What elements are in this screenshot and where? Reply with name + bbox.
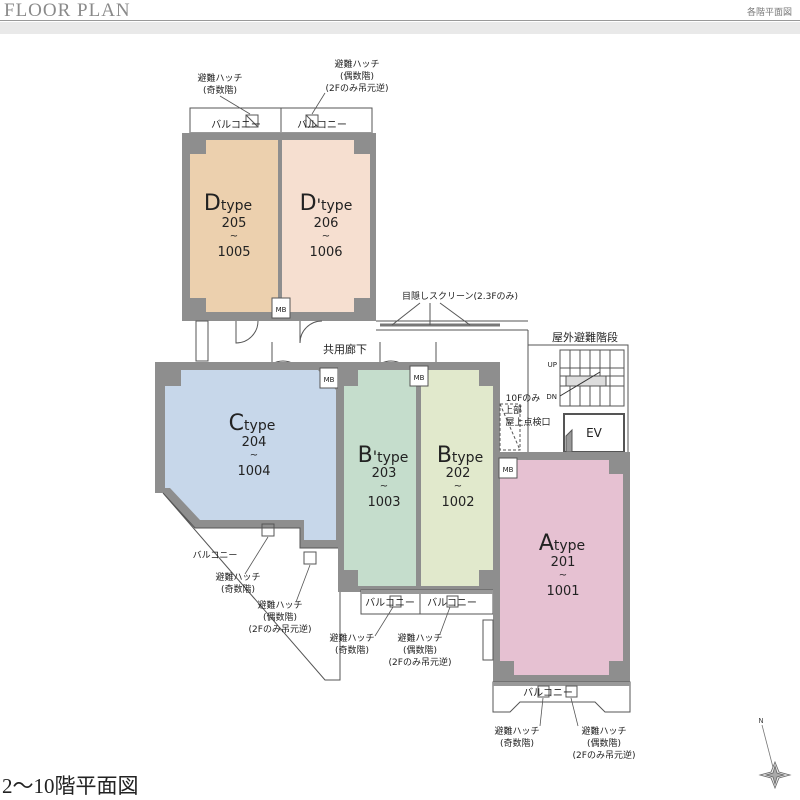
mb-label-c: MB bbox=[324, 376, 335, 384]
roof-hatch-note: 10Fのみ 上部 屋上点検口 bbox=[504, 393, 551, 428]
ev-label: EV bbox=[586, 426, 603, 440]
hatch-note-a-odd: 避難ハッチ (奇数階) bbox=[494, 725, 539, 749]
balcony-label-205: バルコニー bbox=[211, 119, 261, 131]
hatch-note-b-odd: 避難ハッチ (奇数階) bbox=[329, 632, 374, 656]
page-header-section: 各階平面図 bbox=[746, 8, 792, 18]
header-band bbox=[0, 22, 800, 34]
mb-box-a bbox=[498, 457, 518, 479]
svg-text:避難ハッチ: 避難ハッチ bbox=[197, 72, 242, 84]
svg-text:避難ハッチ: 避難ハッチ bbox=[215, 571, 260, 583]
svg-text:~: ~ bbox=[250, 450, 258, 461]
hatch-note-b-even: 避難ハッチ (偶数階) (2Fのみ吊元逆) bbox=[389, 632, 452, 668]
svg-text:避難ハッチ: 避難ハッチ bbox=[397, 632, 442, 644]
page-header-title: FLOOR PLAN bbox=[4, 0, 131, 21]
svg-text:~: ~ bbox=[454, 481, 462, 492]
unit-a-floor bbox=[500, 460, 623, 675]
svg-text:上部: 上部 bbox=[504, 404, 522, 416]
unit-label-a: Atype 201 ~ 1001 bbox=[539, 531, 585, 599]
svg-text:206: 206 bbox=[314, 216, 339, 231]
svg-text:(2Fのみ吊元逆): (2Fのみ吊元逆) bbox=[326, 82, 389, 94]
compass-icon bbox=[758, 724, 792, 790]
svg-text:1006: 1006 bbox=[309, 245, 342, 260]
balcony-label-a: バルコニー bbox=[523, 687, 573, 699]
mb-box-d bbox=[271, 297, 291, 319]
svg-text:~: ~ bbox=[380, 481, 388, 492]
svg-text:B'type: B'type bbox=[358, 443, 409, 468]
mb-label-b: MB bbox=[414, 374, 425, 382]
svg-text:屋上点検口: 屋上点検口 bbox=[505, 416, 550, 428]
unit-c-floor bbox=[165, 370, 336, 540]
unit-label-c: Ctype 204 ~ 1004 bbox=[229, 411, 276, 479]
header-divider bbox=[0, 20, 800, 21]
unit-label-bprime: B'type 203 ~ 1003 bbox=[358, 443, 409, 510]
svg-text:(2Fのみ吊元逆): (2Fのみ吊元逆) bbox=[573, 749, 636, 761]
svg-text:1005: 1005 bbox=[217, 245, 250, 260]
svg-text:Atype: Atype bbox=[539, 531, 585, 556]
svg-text:避難ハッチ: 避難ハッチ bbox=[329, 632, 374, 644]
north-label: N bbox=[758, 717, 763, 725]
hatch-note-d-odd: 避難ハッチ (奇数階) bbox=[197, 72, 242, 96]
balcony-label-203: バルコニー bbox=[365, 597, 415, 609]
unit-d-floor bbox=[190, 140, 278, 312]
svg-text:Ctype: Ctype bbox=[229, 411, 276, 436]
svg-text:避難ハッチ: 避難ハッチ bbox=[581, 725, 626, 737]
mb-label-a: MB bbox=[503, 466, 514, 474]
svg-text:(奇数階): (奇数階) bbox=[221, 583, 255, 595]
svg-text:(偶数階): (偶数階) bbox=[340, 70, 374, 82]
svg-text:避難ハッチ: 避難ハッチ bbox=[334, 58, 379, 70]
svg-text:(偶数階): (偶数階) bbox=[587, 737, 621, 749]
hatch-note-c-odd: 避難ハッチ (奇数階) bbox=[215, 571, 260, 595]
svg-text:(2Fのみ吊元逆): (2Fのみ吊元逆) bbox=[389, 656, 452, 668]
svg-text:~: ~ bbox=[322, 231, 330, 242]
hatch-note-a-even: 避難ハッチ (偶数階) (2Fのみ吊元逆) bbox=[573, 725, 636, 761]
hatch-note-d-even: 避難ハッチ (偶数階) (2Fのみ吊元逆) bbox=[326, 58, 389, 94]
mb-box-b bbox=[409, 365, 429, 387]
mb-label-d: MB bbox=[276, 306, 287, 314]
svg-text:202: 202 bbox=[446, 466, 471, 481]
svg-text:Dtype: Dtype bbox=[204, 191, 252, 216]
hatch-note-c-even: 避難ハッチ (偶数階) (2Fのみ吊元逆) bbox=[249, 599, 312, 635]
screen-line bbox=[380, 302, 500, 327]
floor-caption: 2〜10階平面図 bbox=[2, 774, 139, 798]
svg-text:避難ハッチ: 避難ハッチ bbox=[494, 725, 539, 737]
svg-text:10Fのみ: 10Fのみ bbox=[506, 393, 541, 404]
svg-text:204: 204 bbox=[242, 435, 267, 450]
svg-text:(偶数階): (偶数階) bbox=[263, 611, 297, 623]
svg-text:(奇数階): (奇数階) bbox=[500, 737, 534, 749]
unit-label-dprime: D'type 206 ~ 1006 bbox=[300, 191, 353, 260]
corridor-label: 共用廊下 bbox=[323, 342, 367, 356]
svg-text:1001: 1001 bbox=[546, 584, 579, 599]
svg-text:203: 203 bbox=[372, 466, 397, 481]
unit-bprime-floor bbox=[344, 370, 416, 586]
svg-text:~: ~ bbox=[559, 570, 567, 581]
svg-text:1004: 1004 bbox=[237, 464, 270, 479]
svg-text:~: ~ bbox=[230, 231, 238, 242]
balcony-a: バルコニー bbox=[492, 681, 631, 713]
svg-text:D'type: D'type bbox=[300, 191, 353, 216]
svg-text:(偶数階): (偶数階) bbox=[403, 644, 437, 656]
svg-text:避難ハッチ: 避難ハッチ bbox=[257, 599, 302, 611]
balcony-label-202: バルコニー bbox=[427, 597, 477, 609]
balcony-d-top: バルコニー バルコニー bbox=[189, 107, 373, 139]
svg-text:201: 201 bbox=[551, 555, 576, 570]
unit-b-floor bbox=[421, 370, 493, 586]
stair-up-label: UP bbox=[548, 361, 557, 369]
svg-text:1002: 1002 bbox=[441, 495, 474, 510]
svg-text:(2Fのみ吊元逆): (2Fのみ吊元逆) bbox=[249, 623, 312, 635]
balcony-label-206: バルコニー bbox=[297, 119, 347, 131]
unit-label-d: Dtype 205 ~ 1005 bbox=[204, 191, 252, 260]
balcony-label-c: バルコニー bbox=[193, 550, 238, 561]
svg-text:(奇数階): (奇数階) bbox=[203, 84, 237, 96]
stair-down-label: DN bbox=[546, 393, 557, 401]
outdoor-stair-label: 屋外避難階段 bbox=[552, 330, 618, 344]
unit-label-b: Btype 202 ~ 1002 bbox=[437, 443, 483, 510]
svg-text:(奇数階): (奇数階) bbox=[335, 644, 369, 656]
balcony-b: バルコニー バルコニー bbox=[360, 589, 494, 615]
unit-dprime-floor bbox=[282, 140, 370, 312]
screen-label: 目隠しスクリーン(2.3Fのみ) bbox=[402, 290, 518, 302]
svg-text:1003: 1003 bbox=[367, 495, 400, 510]
svg-text:205: 205 bbox=[222, 216, 247, 231]
svg-text:Btype: Btype bbox=[437, 443, 483, 468]
